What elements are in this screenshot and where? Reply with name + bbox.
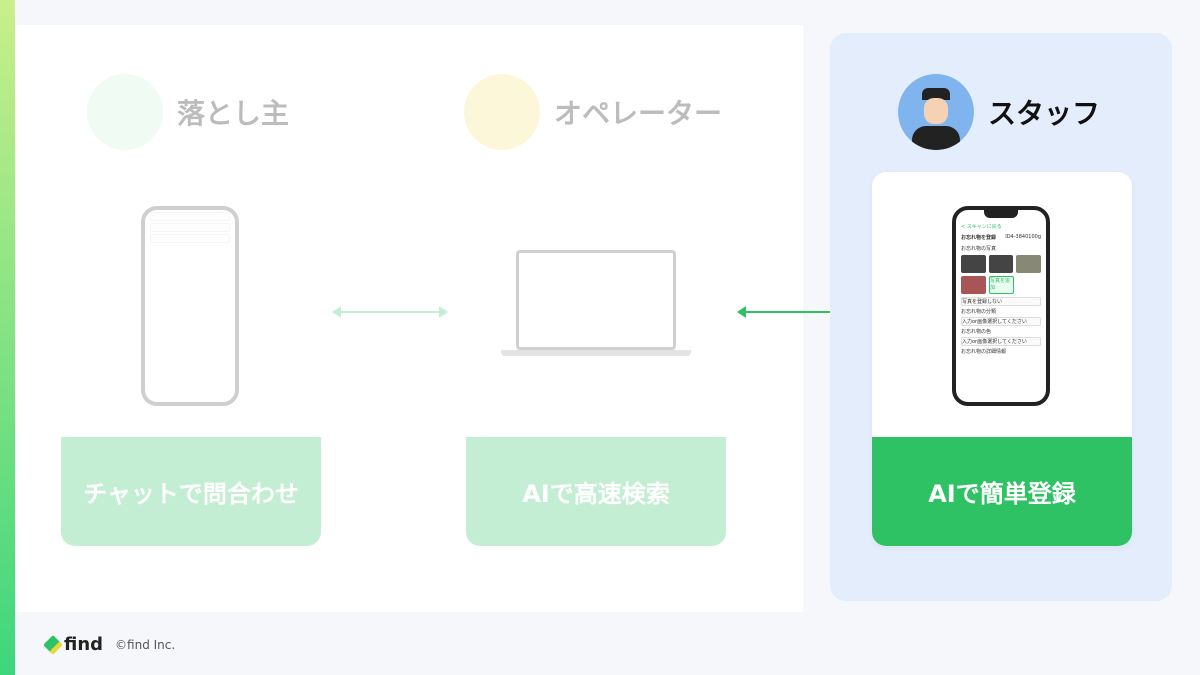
item-id: ID4-3840100g	[1005, 234, 1041, 240]
actor-staff: スタッフ	[898, 74, 1100, 150]
section-label: お忘れ物の詳細情報	[961, 349, 1007, 355]
no-photo-checkbox[interactable]: 写真を登録しない	[961, 297, 1041, 306]
owner-avatar	[87, 74, 163, 150]
section-label: お忘れ物の写真	[961, 246, 997, 252]
double-arrow-icon	[332, 306, 448, 318]
staff-card: < スキャンに戻る お忘れ物を登録 ID4-3840100g お忘れ物の写真 写真…	[872, 172, 1132, 546]
logo-icon	[43, 634, 63, 655]
footer: find ©find Inc.	[43, 634, 176, 655]
chat-phone-mockup	[141, 206, 239, 406]
feature-label: チャットで問合わせ	[61, 437, 321, 546]
actor-owner: 落とし主	[87, 74, 289, 150]
section-label: お忘れ物の分類	[961, 309, 997, 315]
actor-name: 落とし主	[177, 97, 290, 130]
logo-text: find	[64, 634, 104, 655]
actor-operator: オペレーター	[464, 74, 722, 150]
operator-card: AIで高速検索	[466, 172, 726, 546]
register-phone-mockup: < スキャンに戻る お忘れ物を登録 ID4-3840100g お忘れ物の写真 写真…	[952, 206, 1050, 406]
operator-avatar	[464, 74, 540, 150]
inactive-area	[15, 25, 803, 612]
actor-name: オペレーター	[554, 97, 723, 130]
add-photo-button[interactable]: 写真を追加	[989, 276, 1014, 294]
color-select[interactable]: 入力or画像選択してください	[961, 337, 1041, 346]
copyright: ©find Inc.	[115, 637, 176, 652]
back-link[interactable]: < スキャンに戻る	[961, 224, 1002, 230]
section-label: お忘れ物の色	[961, 329, 992, 335]
find-logo: find	[43, 634, 104, 655]
owner-card: チャットで問合わせ	[61, 172, 321, 546]
phone-title: お忘れ物を登録	[961, 235, 997, 241]
actor-name: スタッフ	[988, 97, 1101, 130]
category-select[interactable]: 入力or画像選択してください	[961, 317, 1041, 326]
double-arrow-icon	[737, 306, 851, 318]
laptop-mockup	[501, 250, 691, 360]
feature-label: AIで簡単登録	[872, 437, 1132, 546]
feature-label: AIで高速検索	[466, 437, 726, 546]
accent-strip	[0, 0, 15, 675]
staff-avatar	[898, 74, 974, 150]
